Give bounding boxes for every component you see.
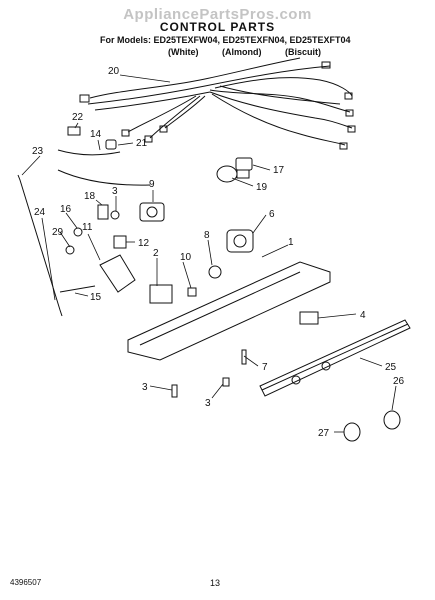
callout-12: 12: [138, 238, 150, 249]
page-number: 13: [210, 578, 221, 588]
cam-11: [99, 254, 136, 293]
callout-19: 19: [256, 182, 268, 193]
callout-25: 25: [385, 362, 397, 373]
part-4: [299, 311, 319, 325]
damper-rod-23: [17, 174, 63, 317]
control-6: [226, 229, 254, 253]
callout-17: 17: [273, 165, 285, 176]
callout-21: 21: [136, 138, 148, 149]
thermostat-9: [139, 202, 165, 222]
callout-20: 20: [108, 66, 120, 77]
bracket-2: [149, 284, 173, 304]
model-list: For Models: ED25TEXFW04, ED25TEXFN04, ED…: [100, 35, 351, 45]
callout-15: 15: [90, 292, 102, 303]
callout-8: 8: [204, 230, 210, 241]
doc-number: 4396507: [10, 578, 42, 587]
knob-26: [383, 410, 401, 430]
screw-3b: [171, 384, 178, 398]
wiring-harness: [79, 57, 356, 150]
callout-7: 7: [262, 362, 268, 373]
watermark: AppliancePartsPros.com: [123, 6, 312, 23]
callout-18: 18: [84, 191, 96, 202]
knob-8: [208, 265, 222, 279]
callout-10: 10: [180, 252, 192, 263]
knob-27: [343, 422, 361, 442]
callout-11: 11: [82, 222, 93, 233]
callout-29: 29: [52, 227, 64, 238]
callout-6: 6: [269, 209, 275, 220]
callout-22: 22: [72, 112, 84, 123]
callout-23: 23: [32, 146, 44, 157]
sensor-wire-14: [57, 169, 151, 186]
link-15: [59, 285, 96, 293]
wire-14: [57, 149, 121, 156]
callout-26: 26: [393, 376, 405, 387]
callout-3b: 3: [142, 382, 148, 393]
callout-4: 4: [360, 310, 366, 321]
callout-3: 3: [112, 186, 118, 197]
callout-2: 2: [153, 248, 159, 259]
screw-10: [187, 287, 197, 297]
plug-21: [105, 139, 117, 150]
callout-3c: 3: [205, 398, 211, 409]
callout-16: 16: [60, 204, 72, 215]
callout-27: 27: [318, 428, 330, 439]
callout-9: 9: [149, 179, 155, 190]
callout-1: 1: [288, 237, 294, 248]
callout-24: 24: [34, 207, 46, 218]
sensor-12: [113, 235, 127, 249]
clip-16: [73, 227, 83, 237]
bracket-18: [97, 204, 109, 220]
screw-3c: [222, 377, 230, 387]
callout-14: 14: [90, 129, 102, 140]
diagram-title: CONTROL PARTS: [159, 20, 276, 34]
leader-lines: [21, 74, 397, 433]
nut-29: [65, 245, 75, 255]
wire-connector-22: [67, 126, 81, 136]
control-panel-25: [259, 319, 411, 397]
color-biscuit: (Biscuit): [285, 47, 321, 57]
color-almond: (Almond): [222, 47, 262, 57]
color-white: (White): [168, 47, 199, 57]
screw-3: [110, 210, 120, 220]
control-housing-1: [127, 261, 331, 361]
light-socket-assembly: [216, 157, 253, 183]
